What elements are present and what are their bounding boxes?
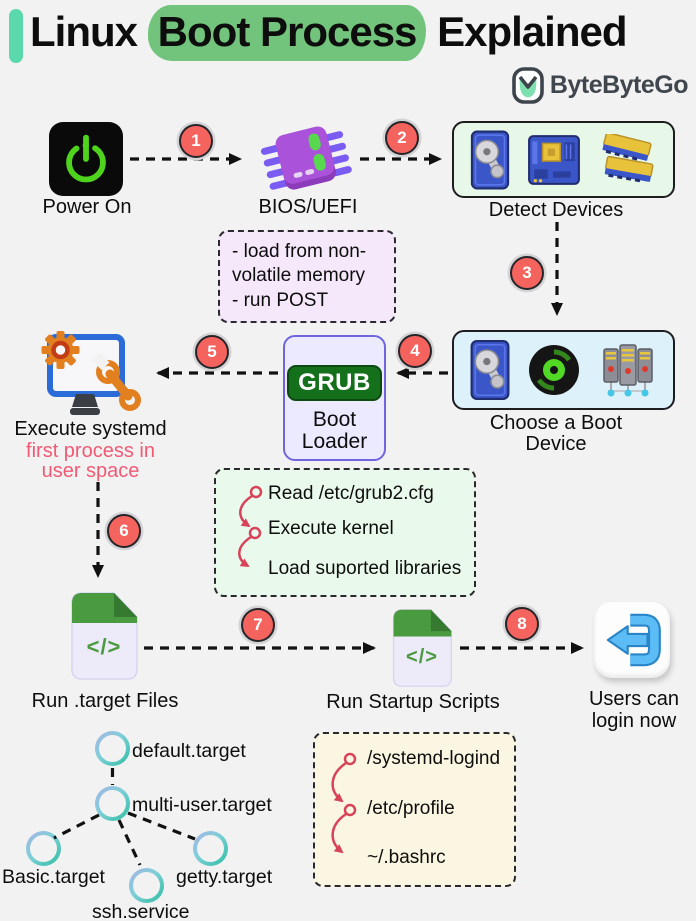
code-file-icon: </> [68,588,140,684]
login-icon [594,602,670,678]
ram-icon [599,133,657,186]
tree-node-getty-target [193,831,228,866]
grub-note-item: Execute kernel [268,518,394,539]
login-label-line2: login now [591,710,677,732]
choose-boot-device-box [452,330,675,410]
grub-chip: GRUB [287,365,382,401]
tree-node-ssh-service [129,868,164,903]
step-badge-8: 8 [505,607,539,641]
tree-node-default-target [95,731,130,766]
tree-label-default-target: default.target [132,740,246,762]
tree-node-basic-target [26,831,61,866]
detect-devices-label: Detect Devices [488,199,624,221]
systemd-sub-line2: user space [41,460,140,482]
login-note: /systemd-logind /etc/profile ~/.bashrc [313,732,516,887]
bytebytego-icon [511,66,545,104]
brand-name: ByteByteGo [549,70,689,99]
startup-scripts-label: Run Startup Scripts [326,691,500,713]
grub-label-line2: Loader [301,430,368,454]
hard-disk-icon [470,130,510,190]
tree-label-multi-user-target: multi-user.target [132,794,272,816]
bios-chip-icon [256,118,356,200]
title-highlight: Boot Process [147,5,427,61]
login-note-item: /systemd-logind [367,748,501,769]
choose-boot-label-line2: Device [525,433,587,455]
systemd-sub-line1: first process in [26,440,155,462]
hard-disk-icon [470,339,510,401]
bios-note-line: - load from non- [232,241,367,262]
tree-label-getty-target: getty.target [176,866,273,888]
bios-note-line: volatile memory [232,265,366,287]
title-suffix: Explained [426,8,627,55]
code-glyph: </> [406,646,438,668]
systemd-label: Execute systemd [14,418,167,440]
step-badge-5: 5 [195,335,229,369]
login-note-item: /etc/profile [367,798,455,819]
systemd-gear-monitor-icon [18,324,142,420]
grub-note-item: Read /etc/grub2.cfg [268,483,434,504]
step-badge-1: 1 [179,124,213,158]
bios-note-line: - run POST [232,289,329,311]
tree-edge-multi-ssh [117,819,142,866]
tree-label-ssh-service: ssh.service [92,901,190,921]
step-badge-7: 7 [241,608,275,642]
tree-label-basic-target: Basic.target [2,866,105,888]
grub-note-item: Load suported libraries [268,558,462,579]
step-badge-6: 6 [107,514,141,548]
target-files-label: Run .target Files [31,690,179,712]
page-title: Linux Boot Process Explained [30,5,690,61]
grub-boot-loader-box: GRUB Boot Loader [283,335,386,461]
brand-logo: ByteByteGo [511,66,689,104]
login-note-item: ~/.bashrc [367,847,446,868]
login-label-line1: Users can [588,688,680,710]
tree-edge-multi-basic [53,813,100,840]
grub-note: Read /etc/grub2.cfg Execute kernel Load … [214,468,476,597]
bios-note: - load from non- volatile memory - run P… [218,230,396,323]
step-badge-3: 3 [510,256,544,290]
detect-devices-box [452,121,675,198]
code-file-icon: </> [390,606,454,690]
step-badge-4: 4 [398,334,432,368]
choose-boot-label-line1: Choose a Boot [489,412,623,434]
tree-node-multi-user-target [95,786,130,821]
title-prefix: Linux [30,8,148,55]
accent-bar [9,9,23,63]
motherboard-icon [526,132,582,188]
bios-label: BIOS/UEFI [258,196,358,218]
power-button-icon [49,122,123,196]
cd-disc-icon [526,342,582,398]
power-on-label: Power On [42,196,132,218]
server-rack-icon [599,341,657,399]
step-badge-2: 2 [385,121,419,155]
grub-label-line1: Boot [312,408,357,431]
code-glyph: </> [86,634,122,659]
